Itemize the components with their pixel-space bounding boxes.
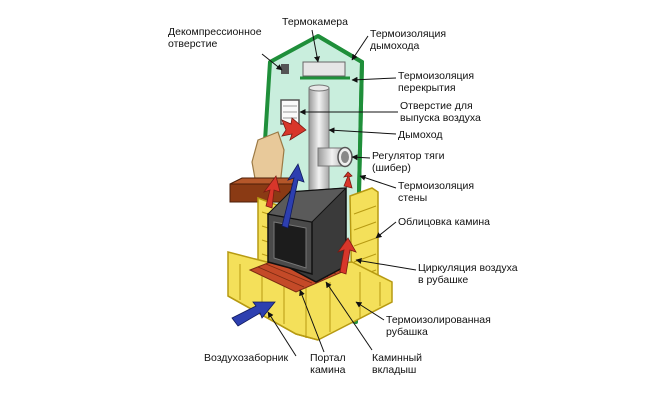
hot-air-arrow-outlet	[281, 117, 307, 141]
label-air-circulation-line2: в рубашке	[418, 274, 469, 286]
label-ceiling-insulation: Термоизоляция перекрытия	[398, 70, 474, 94]
hot-air-arrow-left	[262, 175, 281, 209]
label-chimney-insulation-line1: Термоизоляция	[370, 28, 447, 40]
label-ceiling-insulation-line2: перекрытия	[398, 82, 456, 94]
label-air-outlet: Отверстие для выпуска воздуха	[400, 100, 481, 124]
leader-air-circulation	[355, 257, 417, 271]
leader-cladding	[375, 221, 397, 239]
cold-air-arrow-intake	[231, 301, 276, 327]
label-thermochamber-line1: Термокамера	[282, 16, 348, 28]
label-wall-insulation-line2: стены	[398, 192, 428, 204]
label-insert-line1: Каминный	[372, 352, 423, 364]
leader-portal	[299, 289, 325, 353]
label-air-circulation: Циркуляция воздуха в рубашке	[418, 262, 518, 286]
leader-wall-insulation	[359, 174, 397, 189]
label-insert-line2: вкладыш	[372, 364, 417, 376]
label-wall-insulation: Термоизоляция стены	[398, 180, 474, 204]
label-decompression-line2: отверстие	[168, 38, 218, 50]
label-portal-line2: камина	[310, 364, 346, 376]
label-chimney-insulation-line2: дымохода	[370, 40, 420, 52]
hot-air-arrow-right	[342, 171, 353, 189]
label-air-intake: Воздухозаборник	[204, 352, 288, 364]
label-ceiling-insulation-line1: Термоизоляция	[398, 70, 475, 82]
label-thermochamber: Термокамера	[282, 16, 348, 28]
label-chimney-line1: Дымоход	[398, 129, 443, 141]
label-insert: Каминный вкладыш	[372, 352, 422, 376]
label-air-circulation-line1: Циркуляция воздуха	[418, 262, 518, 274]
leader-draft-regulator	[351, 154, 371, 161]
air-outlet-vent	[280, 99, 300, 125]
fireplace-insert	[266, 187, 348, 283]
label-draft-regulator-line2: (шибер)	[372, 162, 411, 174]
leader-insert	[325, 281, 373, 351]
label-wall-insulation-line1: Термоизоляция	[398, 180, 475, 192]
leader-ceiling-insulation	[351, 76, 397, 83]
leader-chimney-insulation	[351, 35, 369, 61]
label-chimney-insulation: Термоизоляция дымохода	[370, 28, 446, 52]
label-cladding-line1: Облицовка камина	[398, 216, 490, 228]
leader-lines	[261, 29, 417, 357]
leader-air-intake	[267, 311, 297, 357]
cold-air-arrow-riser	[281, 163, 305, 229]
draft-regulator	[317, 146, 353, 168]
leader-thermochamber	[311, 29, 320, 63]
label-draft-regulator: Регулятор тяги (шибер)	[372, 150, 445, 174]
label-chimney: Дымоход	[398, 129, 442, 141]
label-portal: Портал камина	[310, 352, 346, 376]
label-insulated-jacket-line1: Термоизолированная	[386, 314, 491, 326]
hot-air-arrow-jacket	[336, 237, 357, 275]
label-decompression-hole: Декомпрессионное отверстие	[168, 26, 262, 50]
label-insulated-jacket-line2: рубашка	[386, 326, 428, 338]
leader-insulated-jacket	[355, 301, 385, 321]
label-insulated-jacket: Термоизолированная рубашка	[386, 314, 491, 338]
leader-decompression	[261, 53, 283, 71]
label-decompression-line1: Декомпрессионное	[168, 26, 262, 38]
label-cladding: Облицовка камина	[398, 216, 490, 228]
label-draft-regulator-line1: Регулятор тяги	[372, 150, 445, 162]
cold-air-arrows	[231, 163, 305, 327]
leader-chimney	[328, 127, 397, 135]
label-air-outlet-line2: выпуска воздуха	[400, 112, 481, 124]
label-air-outlet-line1: Отверстие для	[400, 100, 473, 112]
chimney-pipe	[308, 84, 330, 193]
label-portal-line1: Портал	[310, 352, 346, 364]
label-air-intake-line1: Воздухозаборник	[204, 352, 289, 364]
hot-air-arrows	[262, 117, 357, 275]
